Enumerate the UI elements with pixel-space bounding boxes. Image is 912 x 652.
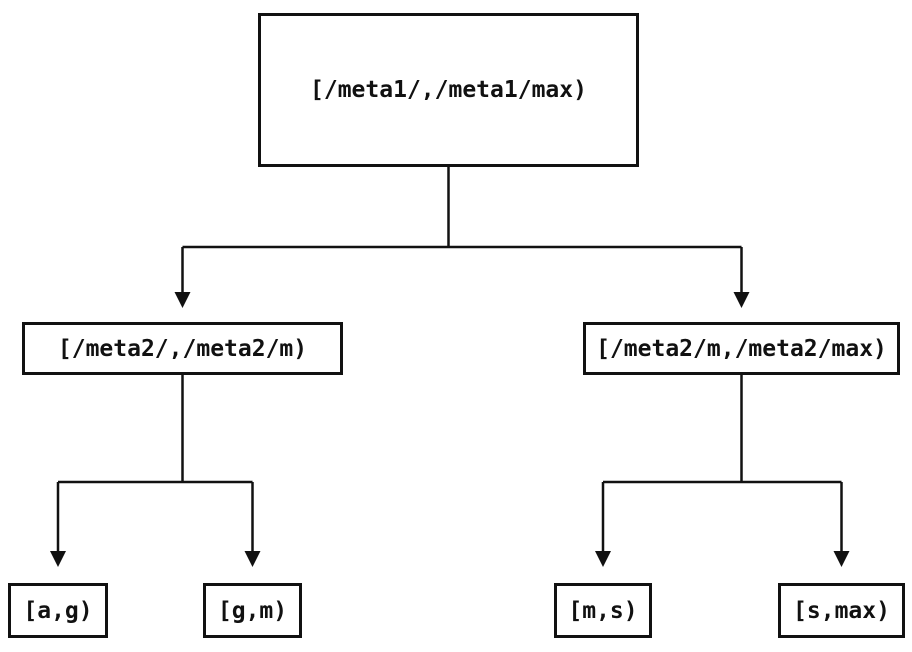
connector-meta2high-to-leaves <box>601 375 843 551</box>
tree-node-meta2-high-label: [/meta2/m,/meta2/max) <box>596 335 887 362</box>
connector-meta2low-to-leaves <box>56 375 254 551</box>
tree-node-meta2-high: [/meta2/m,/meta2/max) <box>583 322 900 375</box>
tree-node-root-label: [/meta1/,/meta1/max) <box>310 77 587 103</box>
arrowhead-down-icon <box>50 551 66 567</box>
tree-node-leaf-gm-label: [g,m) <box>217 597 288 624</box>
connector-root-to-level2 <box>181 167 743 292</box>
arrowhead-down-icon <box>244 551 261 567</box>
arrowhead-down-icon <box>833 551 850 567</box>
tree-node-meta2-low: [/meta2/,/meta2/m) <box>22 322 343 375</box>
arrowhead-down-icon <box>174 292 191 308</box>
tree-node-leaf-ms-label: [m,s) <box>568 597 638 624</box>
tree-node-leaf-ag: [a,g) <box>8 583 108 638</box>
tree-node-leaf-gm: [g,m) <box>203 583 302 638</box>
tree-node-leaf-smax-label: [s,max) <box>793 597 890 624</box>
arrowhead-down-icon <box>733 292 750 308</box>
arrowhead-down-icon <box>595 551 611 567</box>
tree-node-leaf-ag-label: [a,g) <box>23 597 93 624</box>
tree-node-leaf-smax: [s,max) <box>778 583 905 638</box>
tree-node-meta2-low-label: [/meta2/,/meta2/m) <box>57 335 308 362</box>
tree-node-root: [/meta1/,/meta1/max) <box>258 13 639 167</box>
tree-node-leaf-ms: [m,s) <box>554 583 652 638</box>
